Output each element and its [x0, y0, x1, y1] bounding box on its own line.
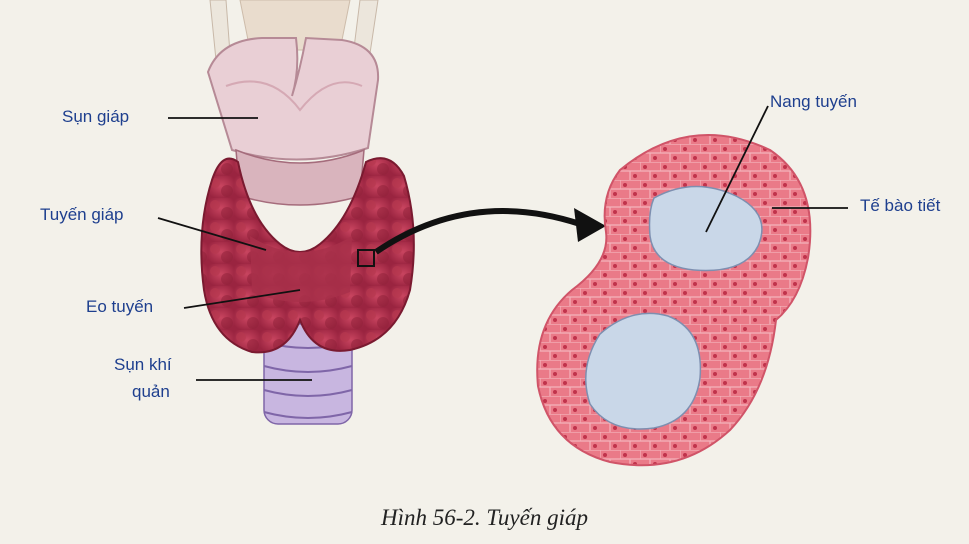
- label-sun-khi-quan-line2: quản: [132, 382, 170, 402]
- label-sun-giap: Sụn giáp: [62, 107, 129, 127]
- follicle-colloid-lower: [586, 313, 701, 429]
- label-te-bao-tiet: Tế bào tiết: [860, 196, 940, 216]
- label-nang-tuyen: Nang tuyến: [770, 92, 857, 112]
- zoom-arrow-head: [574, 208, 606, 242]
- label-tuyen-giap: Tuyến giáp: [40, 205, 123, 225]
- label-sun-khi-quan-line1: Sụn khí: [114, 355, 172, 375]
- thyroid-cartilage: [208, 38, 378, 160]
- follicle-tissue: [537, 135, 810, 465]
- figure-caption: Hình 56-2. Tuyến giáp: [0, 505, 969, 531]
- label-eo-tuyen: Eo tuyến: [86, 297, 153, 317]
- isthmus: [250, 236, 352, 302]
